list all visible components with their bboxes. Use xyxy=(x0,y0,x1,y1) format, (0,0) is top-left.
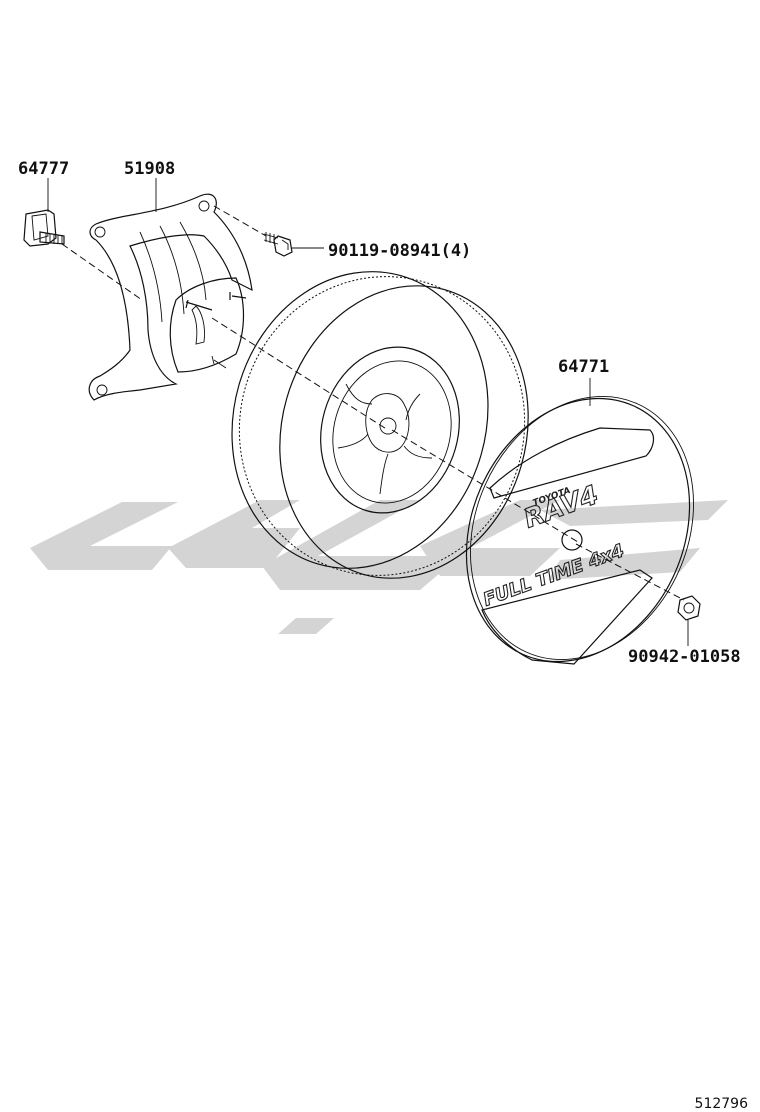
part-label-64771[interactable]: 64771 xyxy=(558,357,609,377)
part-90942-nut[interactable] xyxy=(677,595,701,621)
leader-64777-to-carrier xyxy=(61,243,143,301)
part-51908-carrier[interactable] xyxy=(88,193,253,401)
part-label-64777[interactable]: 64777 xyxy=(18,159,69,179)
part-90119-bolt[interactable] xyxy=(263,232,293,257)
leader-wheel-to-cover xyxy=(391,429,579,543)
part-label-90119[interactable]: 90119-08941(4) xyxy=(328,241,471,261)
figure-number: 512796 xyxy=(695,1096,749,1112)
watermark-logo xyxy=(30,500,728,634)
part-64777-bolt[interactable] xyxy=(23,209,65,247)
leader-carrier-to-wheel xyxy=(211,317,389,431)
leader-bolt-to-carrier xyxy=(213,205,267,237)
spare-wheel xyxy=(231,271,529,579)
part-label-90942[interactable]: 90942-01058 xyxy=(628,647,741,667)
part-label-51908[interactable]: 51908 xyxy=(124,159,175,179)
leader-cover-to-nut xyxy=(575,543,685,601)
